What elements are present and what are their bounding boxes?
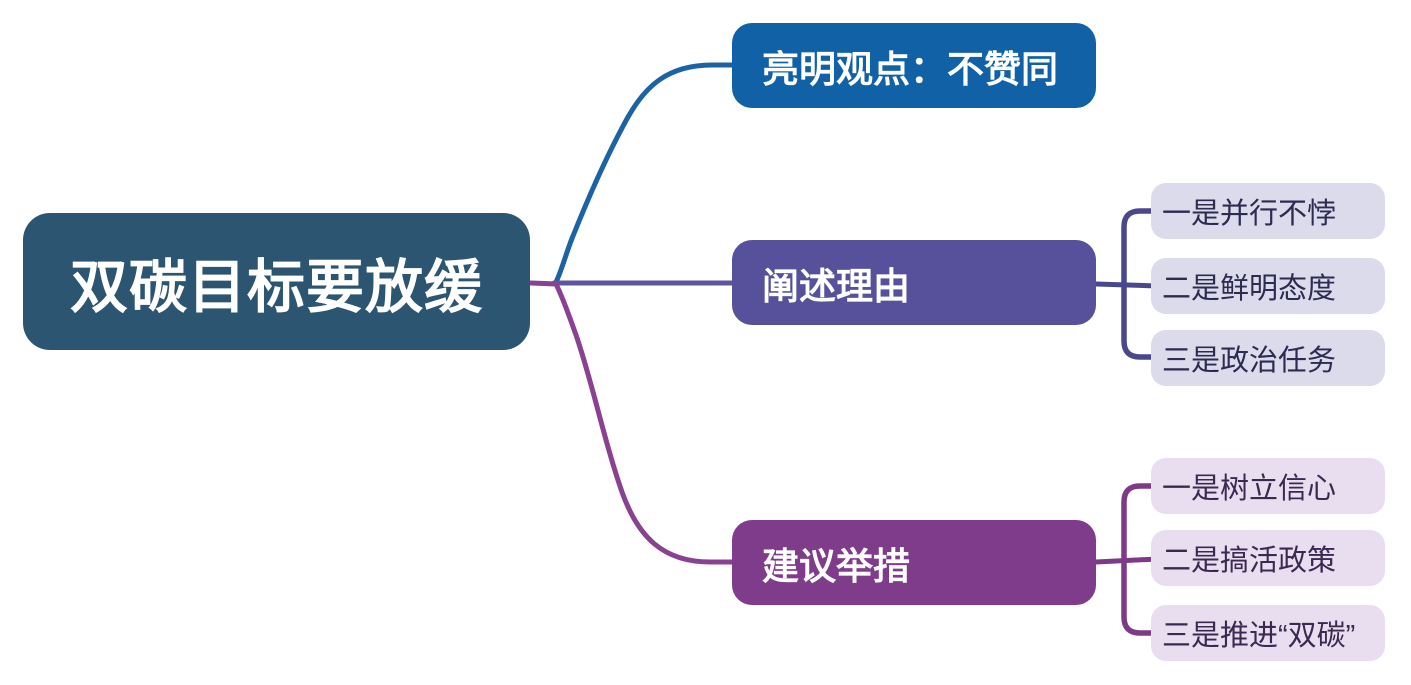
branch-node-viewpoint[interactable]: 亮明观点：不赞同: [732, 23, 1096, 108]
root-node[interactable]: 双碳目标要放缓: [23, 213, 530, 350]
connector-branch2-bracket: [1121, 208, 1161, 360]
root-node-label: 双碳目标要放缓: [69, 254, 483, 320]
branch-node-label: 阐述理由: [762, 265, 910, 307]
branch-node-label: 亮明观点：不赞同: [762, 48, 1058, 90]
child-node-measure-1[interactable]: 一是树立信心: [1151, 458, 1385, 514]
child-node-label: 二是搞活政策: [1162, 545, 1337, 577]
connector-root-to-branch3: [528, 280, 744, 565]
connector-branch3-bracket: [1121, 483, 1161, 636]
child-node-label: 一是树立信心: [1162, 473, 1337, 505]
connector-branch3-to-child2: [1093, 556, 1161, 565]
branch-node-label: 建议举措: [762, 545, 910, 587]
child-node-measure-2[interactable]: 二是搞活政策: [1151, 530, 1385, 586]
child-node-reason-1[interactable]: 一是并行不悖: [1151, 183, 1385, 239]
child-node-label: 三是推进“双碳”: [1162, 620, 1356, 652]
branch-node-measures[interactable]: 建议举措: [732, 520, 1096, 605]
connector-branch2-to-child2: [1093, 281, 1161, 289]
branch-node-reasons[interactable]: 阐述理由: [732, 240, 1096, 325]
child-node-label: 二是鲜明态度: [1162, 273, 1337, 305]
child-node-label: 一是并行不悖: [1162, 198, 1337, 230]
child-node-reason-2[interactable]: 二是鲜明态度: [1151, 258, 1385, 314]
child-node-label: 三是政治任务: [1162, 345, 1337, 377]
connector-root-to-branch1: [553, 62, 744, 285]
child-node-reason-3[interactable]: 三是政治任务: [1151, 330, 1385, 386]
child-node-measure-3[interactable]: 三是推进“双碳”: [1151, 605, 1385, 661]
